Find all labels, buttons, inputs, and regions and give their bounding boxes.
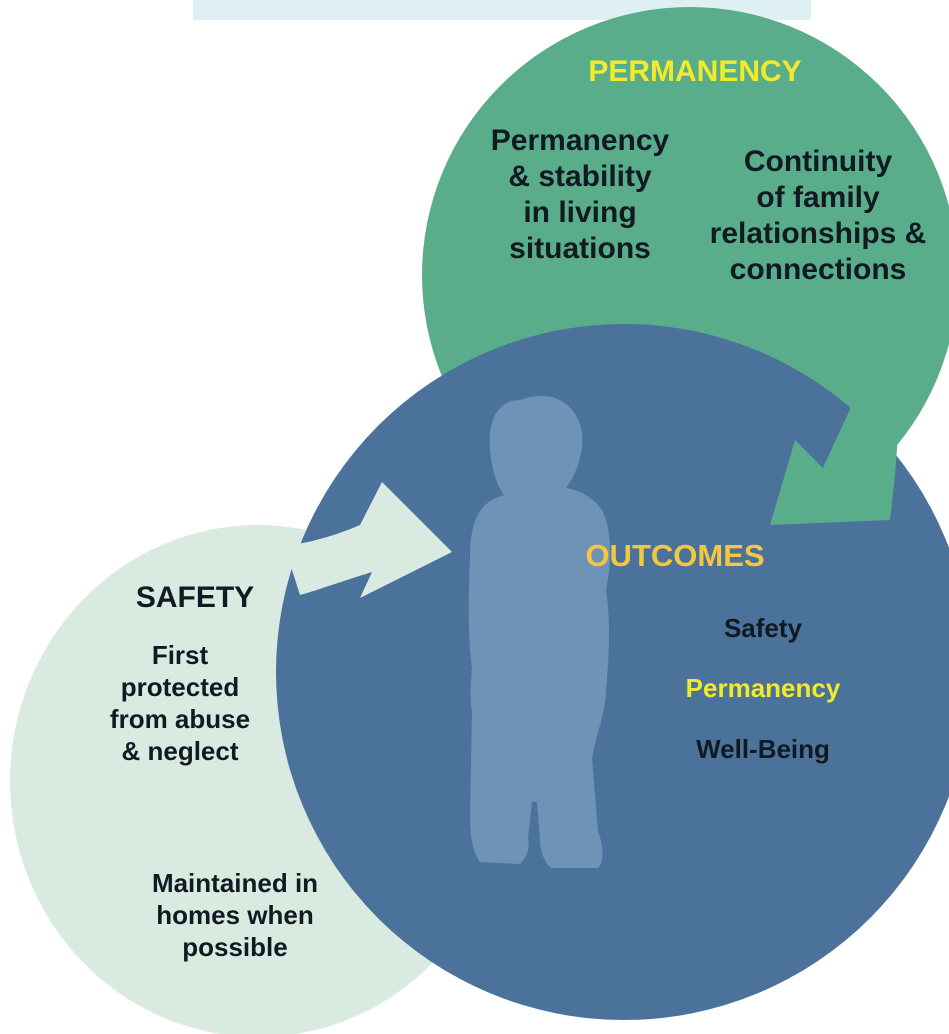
- safety-item-maintained: Maintained in homes when possible: [151, 868, 319, 962]
- outcomes-item-permanency: Permanency: [685, 673, 841, 703]
- safety-arrow: [284, 482, 452, 598]
- outcomes-item-well-being: Well-Being: [696, 734, 830, 764]
- permanency-arrow: [770, 358, 900, 525]
- child-silhouette: [468, 395, 611, 868]
- permanency-item-continuity: Continuity of family relationships & con…: [709, 145, 927, 286]
- permanency-item-stability: Permanency & stability in living situati…: [490, 124, 670, 265]
- outcomes-title: OUTCOMES: [585, 538, 765, 573]
- safety-item-protected: First protected from abuse & neglect: [109, 640, 251, 766]
- safety-title: SAFETY: [135, 581, 255, 614]
- permanency-title: PERMANENCY: [588, 55, 802, 88]
- outcomes-item-safety: Safety: [723, 613, 803, 643]
